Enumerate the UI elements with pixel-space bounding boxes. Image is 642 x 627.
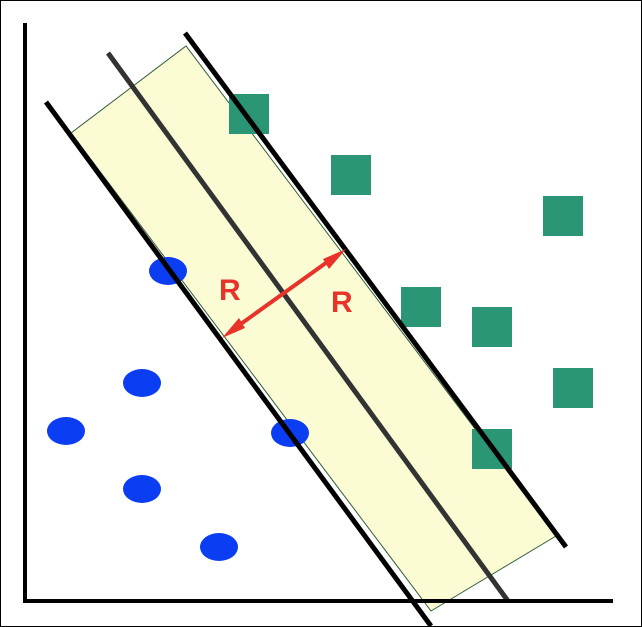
margin-label-left: R — [219, 274, 241, 307]
margin-arrow — [222, 249, 346, 338]
margin-line-left — [43, 100, 434, 626]
circle-point — [123, 369, 161, 397]
margin-label-right: R — [331, 286, 353, 319]
square-point — [553, 368, 593, 408]
square-point — [543, 196, 583, 236]
circle-point — [47, 417, 85, 445]
circle-point — [123, 475, 161, 503]
margin-arrow-line — [229, 253, 339, 333]
arrowhead-right-icon — [323, 249, 346, 269]
square-point — [331, 155, 371, 195]
square-class-points — [229, 94, 593, 469]
circle-point — [200, 533, 238, 561]
square-point — [401, 287, 441, 327]
margin-line-right — [182, 31, 569, 549]
center-hyperplane — [105, 51, 511, 603]
arrowhead-left-icon — [222, 318, 245, 338]
square-point — [472, 307, 512, 347]
